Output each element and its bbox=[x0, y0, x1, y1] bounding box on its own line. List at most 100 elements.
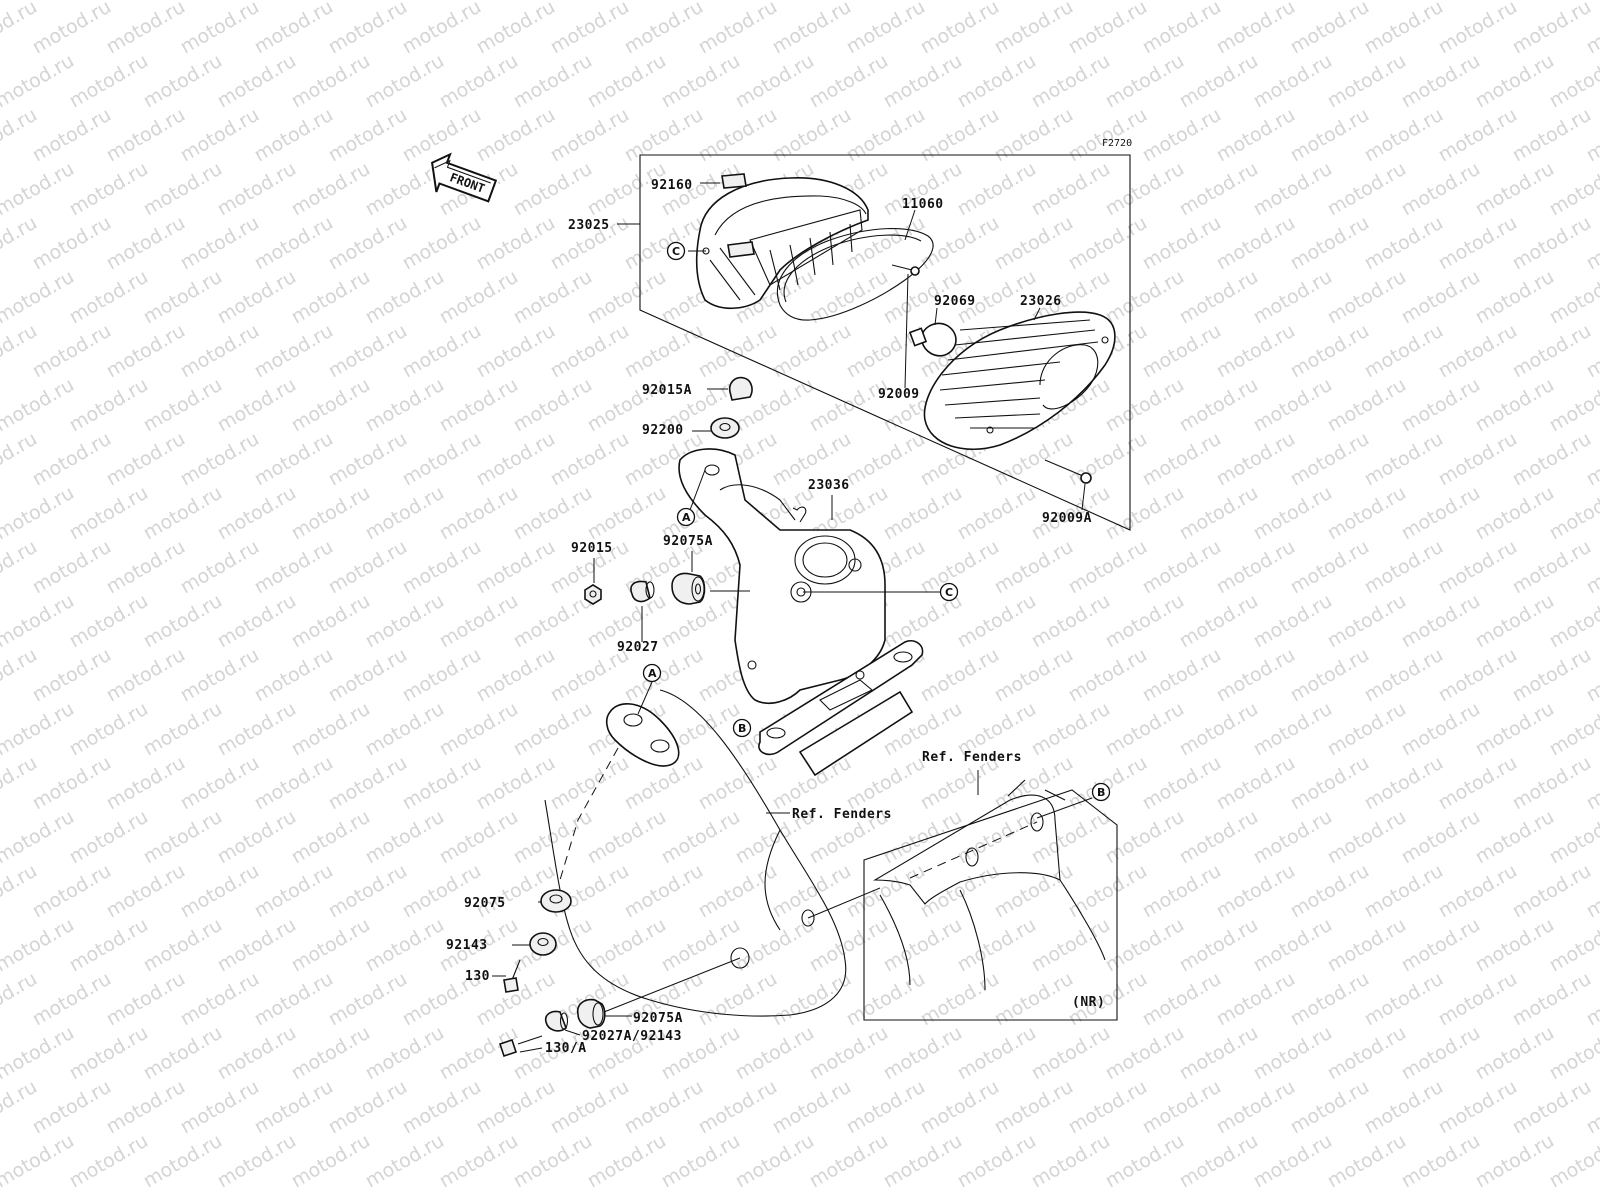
watermark-text: motod.ru bbox=[325, 320, 411, 383]
part-label-92027: 92027 bbox=[617, 640, 659, 655]
watermark-text: motod.ru bbox=[1139, 0, 1225, 58]
callout-a-lower: A bbox=[642, 663, 662, 683]
fender-spacer-plate bbox=[605, 681, 680, 767]
watermark-text: motod.ru bbox=[1139, 968, 1225, 1031]
watermark-text: motod.ru bbox=[1139, 1076, 1225, 1139]
watermark-text: motod.ru bbox=[214, 50, 300, 113]
watermark-text: motod.ru bbox=[362, 914, 448, 977]
watermark-text: motod.ru bbox=[66, 914, 152, 977]
watermark-text: motod.ru bbox=[103, 320, 189, 383]
watermark-text: motod.ru bbox=[288, 158, 374, 221]
watermark-text: motod.ru bbox=[66, 0, 152, 4]
watermark-text: motod.ru bbox=[1287, 860, 1373, 923]
callout-c-upper: C bbox=[666, 241, 686, 261]
watermark-text: motod.ru bbox=[29, 0, 115, 58]
watermark-text: motod.ru bbox=[1250, 266, 1336, 329]
part-label-92200: 92200 bbox=[642, 423, 684, 438]
watermark-text: motod.ru bbox=[1139, 536, 1225, 599]
watermark-text: motod.ru bbox=[1324, 1130, 1410, 1193]
watermark-text: motod.ru bbox=[621, 320, 707, 383]
watermark-text: motod.ru bbox=[1176, 914, 1262, 977]
watermark-text: motod.ru bbox=[1213, 212, 1299, 275]
watermark-text: motod.ru bbox=[325, 968, 411, 1031]
watermark-text: motod.ru bbox=[66, 1022, 152, 1085]
watermark-text: motod.ru bbox=[362, 482, 448, 545]
tail-lamp-housing bbox=[695, 177, 869, 310]
watermark-text: motod.ru bbox=[806, 1130, 892, 1193]
watermark-text: motod.ru bbox=[1287, 536, 1373, 599]
watermark-text: motod.ru bbox=[1546, 158, 1600, 221]
license-plate-mount bbox=[758, 640, 924, 777]
watermark-text: motod.ru bbox=[769, 968, 855, 1031]
ref-fenders-inset-label: Ref. Fenders bbox=[922, 750, 1022, 765]
watermark-text: motod.ru bbox=[1398, 0, 1484, 4]
watermark-text: motod.ru bbox=[806, 0, 892, 4]
watermark-text: motod.ru bbox=[880, 482, 966, 545]
watermark-text: motod.ru bbox=[103, 968, 189, 1031]
watermark-text: motod.ru bbox=[1361, 644, 1447, 707]
watermark-text: motod.ru bbox=[29, 968, 115, 1031]
watermark-text: motod.ru bbox=[621, 860, 707, 923]
acorn-nut-icon bbox=[707, 376, 753, 401]
watermark-text: motod.ru bbox=[140, 0, 226, 4]
watermark-text: motod.ru bbox=[1472, 698, 1558, 761]
watermark-text: motod.ru bbox=[1361, 104, 1447, 167]
watermark-text: motod.ru bbox=[0, 914, 78, 977]
watermark-text: motod.ru bbox=[0, 374, 78, 437]
svg-text:C: C bbox=[945, 586, 953, 599]
svg-text:B: B bbox=[738, 722, 746, 735]
watermark-text: motod.ru bbox=[1398, 914, 1484, 977]
watermark-text: motod.ru bbox=[177, 968, 263, 1031]
watermark-text: motod.ru bbox=[140, 50, 226, 113]
grommet-lower-icon bbox=[576, 957, 741, 1029]
watermark-text: motod.ru bbox=[1213, 860, 1299, 923]
part-label-92143: 92143 bbox=[446, 938, 488, 953]
watermark-text: motod.ru bbox=[1472, 158, 1558, 221]
watermark-text: motod.ru bbox=[843, 968, 929, 1031]
watermark-text: motod.ru bbox=[1250, 914, 1336, 977]
watermark-text: motod.ru bbox=[66, 482, 152, 545]
watermark-text: motod.ru bbox=[251, 212, 337, 275]
watermark-text: motod.ru bbox=[1176, 482, 1262, 545]
watermark-text: motod.ru bbox=[806, 914, 892, 977]
watermark-text: motod.ru bbox=[288, 374, 374, 437]
watermark-text: motod.ru bbox=[1435, 1076, 1521, 1139]
watermark-text: motod.ru bbox=[1102, 158, 1188, 221]
part-label-92009A: 92009A bbox=[1042, 511, 1092, 526]
watermark-text: motod.ru bbox=[1509, 536, 1595, 599]
lens-long-screw-icon bbox=[1044, 459, 1092, 484]
watermark-text: motod.ru bbox=[0, 1022, 78, 1085]
watermark-text: motod.ru bbox=[1361, 536, 1447, 599]
watermark-text: motod.ru bbox=[288, 1130, 374, 1193]
watermark-text: motod.ru bbox=[1546, 698, 1600, 761]
watermark-text: motod.ru bbox=[436, 482, 522, 545]
watermark-text: motod.ru bbox=[1176, 590, 1262, 653]
watermark-text: motod.ru bbox=[362, 590, 448, 653]
watermark-text: motod.ru bbox=[251, 0, 337, 58]
watermark-text: motod.ru bbox=[621, 1076, 707, 1139]
watermark-text: motod.ru bbox=[1028, 50, 1114, 113]
watermark-text: motod.ru bbox=[1472, 914, 1558, 977]
watermark-text: motod.ru bbox=[1213, 1076, 1299, 1139]
watermark-text: motod.ru bbox=[843, 1076, 929, 1139]
collar-icon bbox=[630, 580, 655, 642]
watermark-text: motod.ru bbox=[1176, 50, 1262, 113]
watermark-text: motod.ru bbox=[29, 644, 115, 707]
watermark-text: motod.ru bbox=[1065, 428, 1151, 491]
watermark-text: motod.ru bbox=[399, 536, 485, 599]
watermark-text: motod.ru bbox=[510, 0, 596, 4]
watermark-text: motod.ru bbox=[954, 590, 1040, 653]
watermark-text: motod.ru bbox=[1472, 50, 1558, 113]
watermark-text: motod.ru bbox=[584, 1130, 670, 1193]
watermark-text: motod.ru bbox=[1546, 1130, 1600, 1193]
watermark-text: motod.ru bbox=[399, 212, 485, 275]
watermark-text: motod.ru bbox=[436, 590, 522, 653]
watermark-text: motod.ru bbox=[214, 1130, 300, 1193]
watermark-text: motod.ru bbox=[0, 806, 78, 869]
watermark-text: motod.ru bbox=[473, 104, 559, 167]
watermark-text: motod.ru bbox=[1028, 1130, 1114, 1193]
watermark-text: motod.ru bbox=[473, 0, 559, 58]
watermark-text: motod.ru bbox=[1287, 0, 1373, 58]
watermark-text: motod.ru bbox=[103, 1076, 189, 1139]
watermark-text: motod.ru bbox=[1176, 0, 1262, 4]
